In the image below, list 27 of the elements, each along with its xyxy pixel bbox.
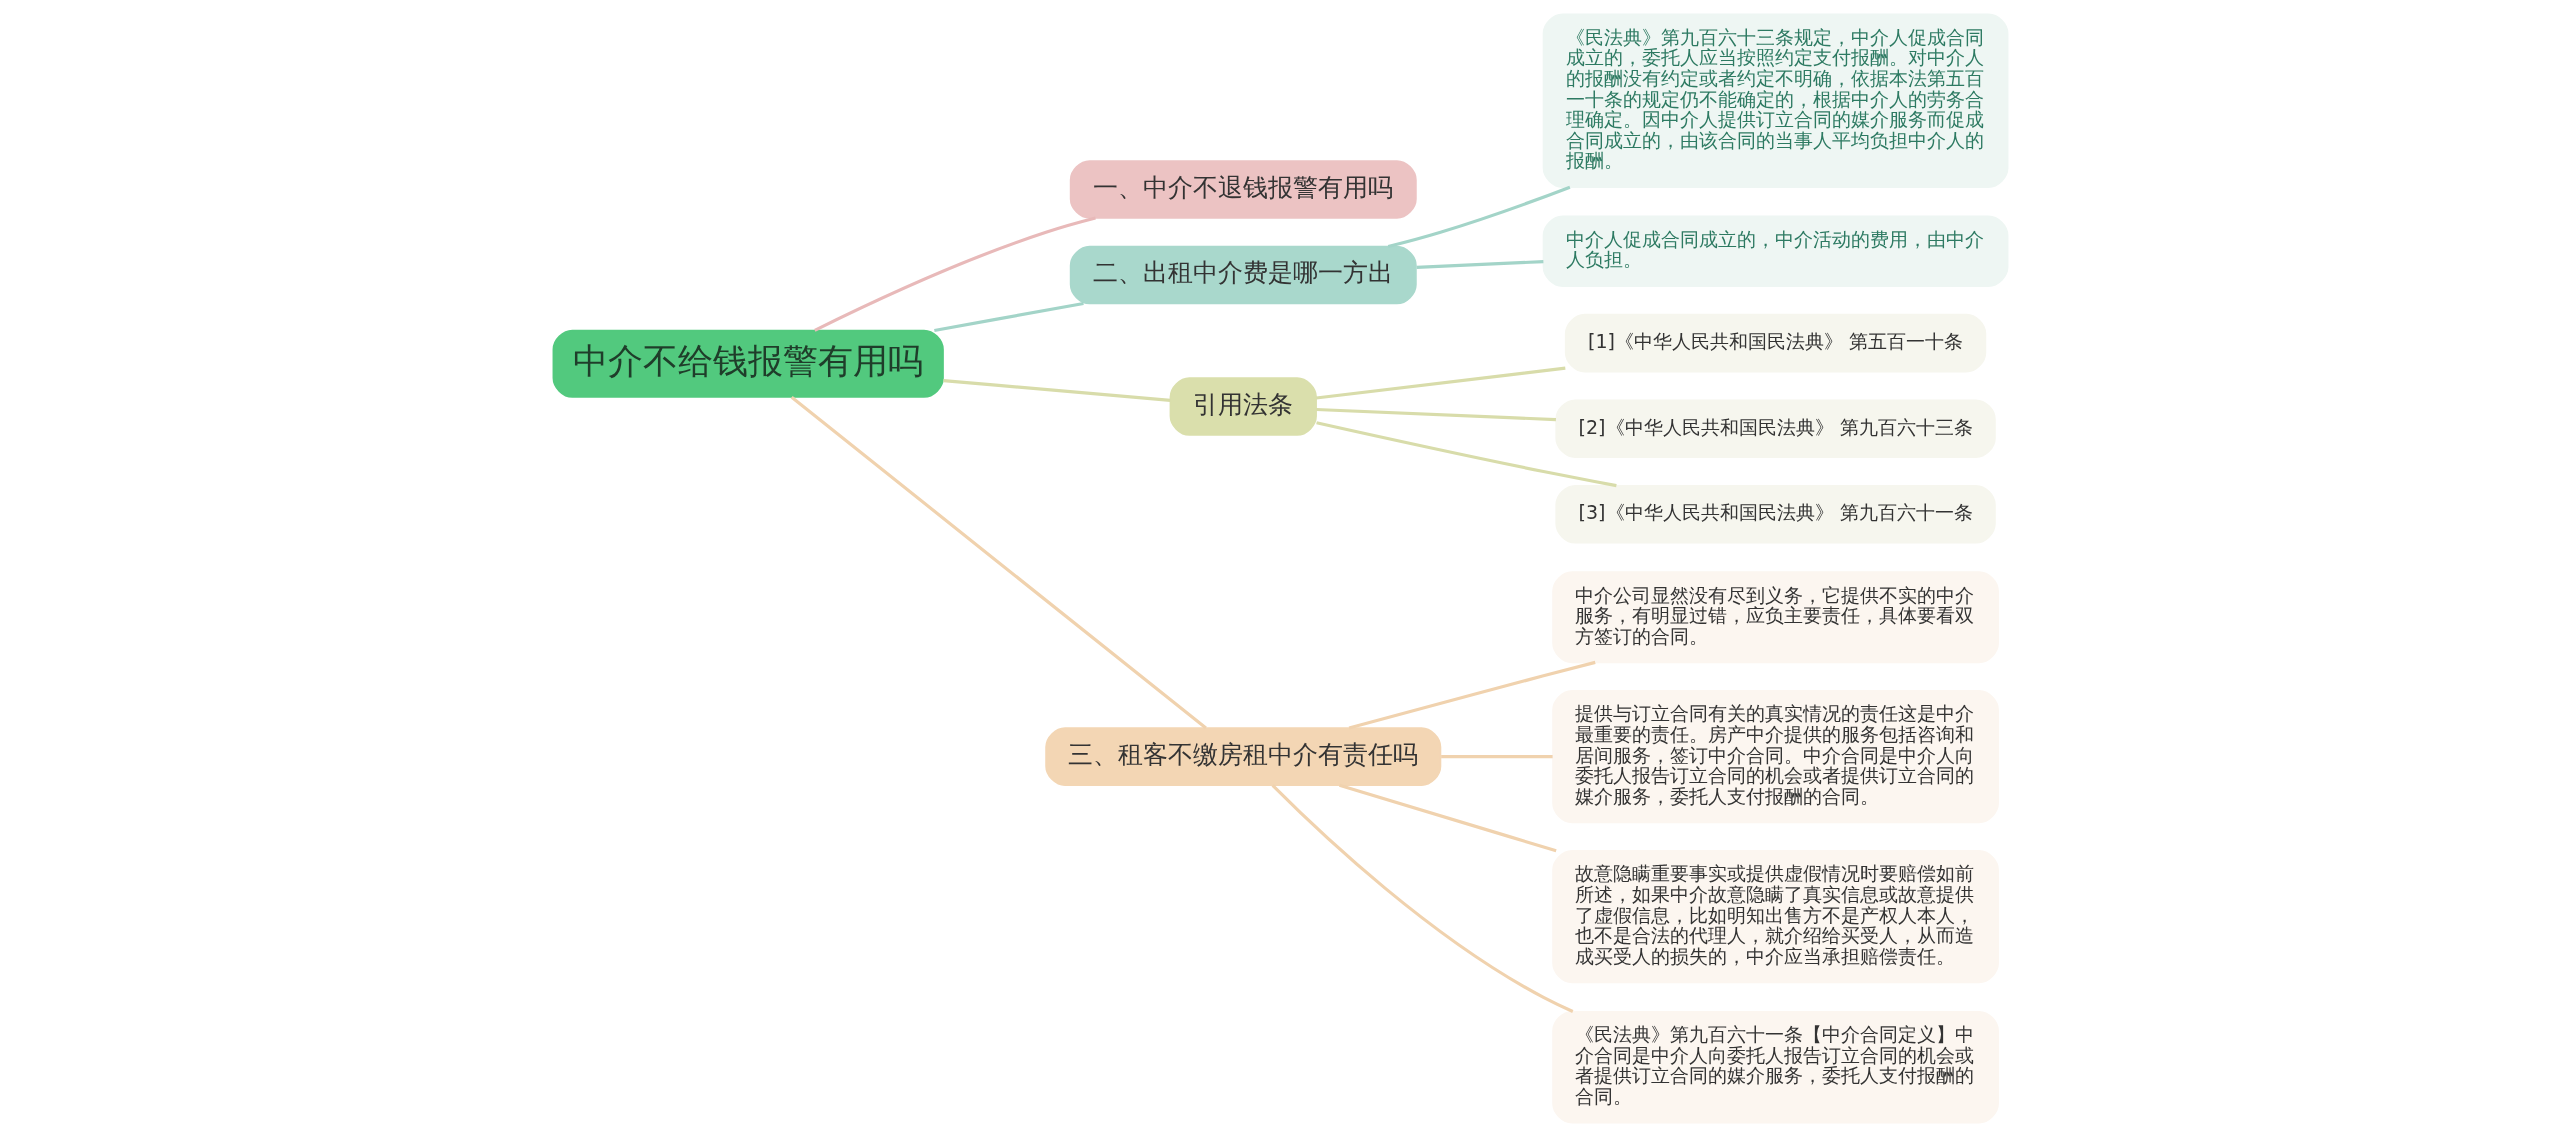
node-box: 一、中介不退钱报警有用吗 bbox=[1069, 160, 1417, 219]
node-box: 中介人促成合同成立的，中介活动的费用，由中介人负担。 bbox=[1542, 215, 2008, 287]
connector bbox=[790, 396, 1207, 730]
node-box: 《民法典》第九百六十三条规定，中介人促成合同成立的，委托人应当按照约定支付报酬。对中介人的报酬没有约定或者约定不明确，依据本法第五百一十条的规定仍不能确定的，根据中介人的劳务合理确定。因中介人提供订立合同的媒介服务而促成合同成立的，由该合同的当事人平均负担中介人的报酬。 bbox=[1542, 13, 2008, 188]
node-box: 三、租客不缴房租中介有责任吗 bbox=[1044, 727, 1441, 786]
connector bbox=[1440, 755, 1553, 759]
node-box: 二、出租中介费是哪一方出 bbox=[1069, 245, 1417, 305]
node-box: 引用法条 bbox=[1169, 377, 1317, 436]
connector bbox=[1271, 784, 1573, 1013]
node-box: [1]《中华人民共和国民法典》 第五百一十条 bbox=[1564, 313, 1986, 373]
node-box: 提供与订立合同有关的真实情况的责任这是中介最重要的责任。房产中介提供的服务包括咨询和居间服务，签订中介合同。中介合同是中介人向委托人报告订立合同的机会或者提供订立合同的媒介服务，委托人支付报酬的合同。 bbox=[1551, 690, 1999, 824]
node-box: 中介公司显然没有尽到义务，它提供不实的中介服务，有明显过错，应负主要责任，具体要看双方签订的合同。 bbox=[1551, 571, 1999, 664]
node-box: [3]《中华人民共和国民法典》 第九百六十一条 bbox=[1554, 484, 1996, 544]
node-box: 《民法典》第九百六十一条【中介合同定义】中介合同是中介人向委托人报告订立合同的机会或者提供订立合同的媒介服务，委托人支付报酬的合同。 bbox=[1551, 1010, 1999, 1124]
connector bbox=[933, 302, 1084, 332]
node-box: 中介不给钱报警有用吗 bbox=[552, 329, 944, 398]
node-box: 故意隐瞒重要事实或提供虚假情况时要赔偿如前所述，如果中介故意隐瞒了真实信息或故意提供了虚假信息，比如明知出售方不是产权人本人，也不是合法的代理人，就介绍给买受人，从而造成买受人的损失的，中介应当承担赔偿责任。 bbox=[1551, 850, 1999, 984]
connector bbox=[1315, 407, 1556, 422]
connector bbox=[1338, 783, 1557, 853]
connector bbox=[1416, 260, 1543, 269]
connector bbox=[1387, 185, 1570, 248]
connector bbox=[1348, 660, 1596, 730]
connector bbox=[1315, 366, 1565, 400]
node-box: [2]《中华人民共和国民法典》 第九百六十三条 bbox=[1554, 399, 1996, 458]
connector bbox=[813, 216, 1096, 332]
connector bbox=[1315, 421, 1617, 488]
connector bbox=[942, 379, 1170, 402]
